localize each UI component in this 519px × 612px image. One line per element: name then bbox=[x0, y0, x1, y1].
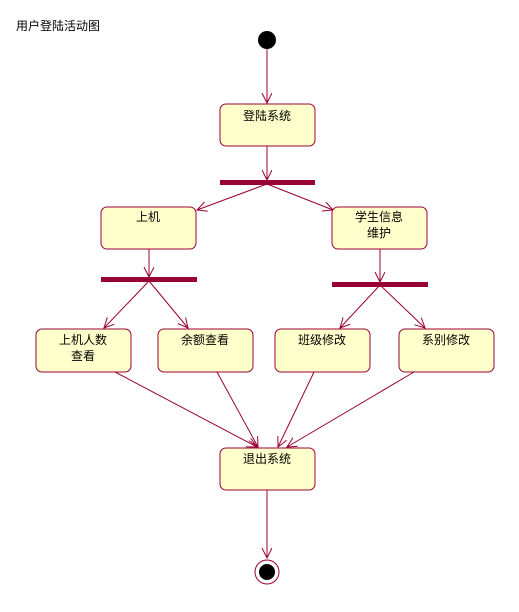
final-node bbox=[254, 559, 280, 585]
activity-dept-edit: 系别修改 bbox=[398, 328, 495, 373]
activity-student-info: 学生信息 维护 bbox=[331, 206, 428, 250]
activity-dept-edit-label: 系别修改 bbox=[422, 332, 470, 347]
edge-class-edit-to-logout bbox=[278, 371, 315, 447]
fork-bar-2 bbox=[101, 277, 197, 282]
activity-student-info-line2: 维护 bbox=[367, 226, 391, 240]
edge-fork3-to-dept-edit bbox=[379, 284, 425, 328]
activity-machine-count-line1: 上机人数 bbox=[59, 332, 107, 347]
activity-use-machine-label: 上机 bbox=[136, 210, 160, 224]
edge-balance-to-logout bbox=[216, 371, 258, 447]
activity-login: 登陆系统 bbox=[219, 103, 316, 147]
activity-class-edit: 班级修改 bbox=[274, 328, 371, 373]
edge-fork1-to-use-machine bbox=[197, 183, 268, 210]
edge-fork3-to-class-edit bbox=[340, 284, 381, 328]
activity-use-machine: 上机 bbox=[100, 206, 197, 250]
edge-fork2-to-machine-count bbox=[104, 280, 150, 328]
fork-bar-3 bbox=[332, 282, 428, 287]
activity-machine-count-line2: 查看 bbox=[71, 349, 95, 363]
initial-node bbox=[258, 31, 276, 49]
edges bbox=[104, 49, 425, 558]
fork-bar-1 bbox=[220, 180, 315, 185]
activity-login-label: 登陆系统 bbox=[243, 108, 291, 123]
edge-dept-edit-to-logout bbox=[287, 371, 415, 447]
activity-balance: 余额查看 bbox=[157, 328, 254, 373]
activity-balance-label: 余额查看 bbox=[181, 332, 229, 347]
diagram-title: 用户登陆活动图 bbox=[16, 19, 101, 33]
activity-student-info-line1: 学生信息 bbox=[355, 209, 403, 224]
activity-logout-label: 退出系统 bbox=[243, 452, 291, 466]
edge-fork1-to-student-info bbox=[266, 183, 333, 210]
activity-class-edit-label: 班级修改 bbox=[298, 332, 346, 347]
edge-fork2-to-balance bbox=[148, 280, 188, 328]
activity-logout: 退出系统 bbox=[219, 447, 316, 491]
edge-machine-count-to-logout bbox=[114, 371, 257, 447]
activity-machine-count: 上机人数 查看 bbox=[35, 328, 132, 373]
